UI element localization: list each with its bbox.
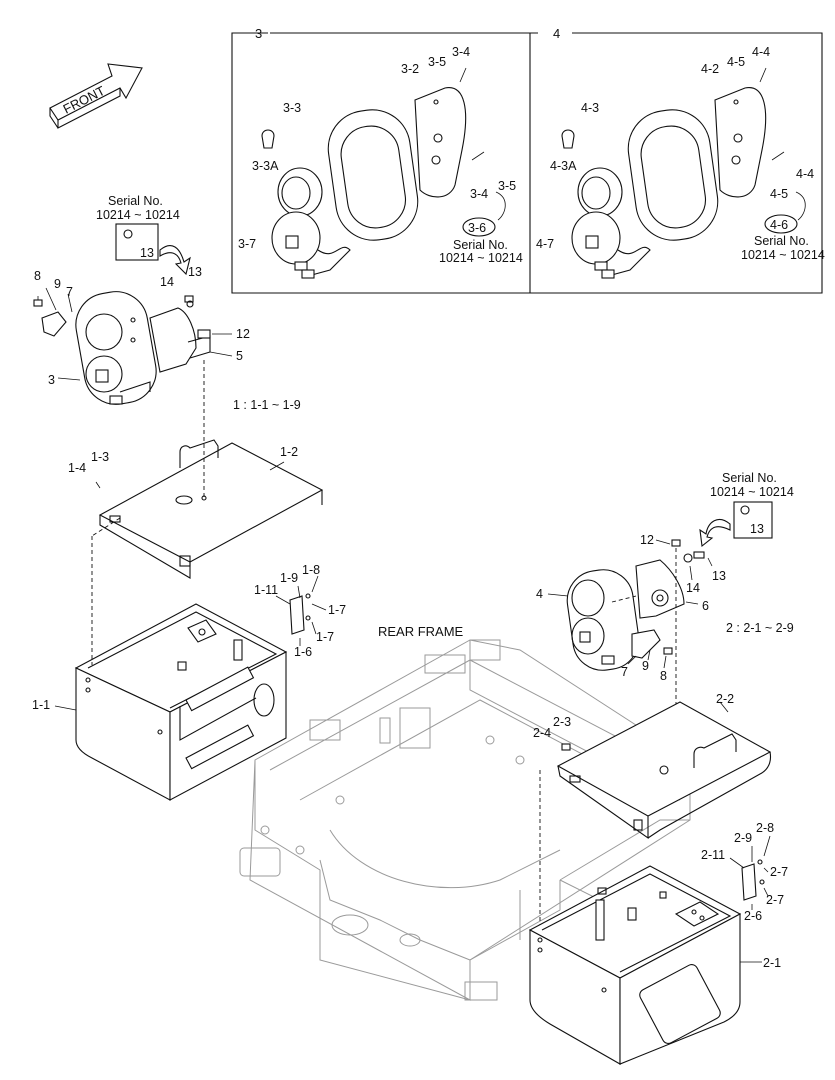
label-4-7: 4-7	[536, 237, 554, 251]
note-4-range: 10214 ~ 10214	[741, 248, 825, 262]
note-4-6: 4-6	[770, 218, 788, 232]
label-1-4: 1-4	[68, 461, 86, 475]
note-3-serial: Serial No.	[453, 238, 508, 252]
label-left-12: 12	[236, 327, 250, 341]
label-4-2: 4-2	[701, 62, 719, 76]
label-right-7: 7	[621, 665, 628, 679]
panel-4-id: 4	[553, 26, 560, 41]
label-2-8: 2-8	[756, 821, 774, 835]
right-lamp-unit	[547, 539, 713, 770]
right-range: 2 : 2-1 ~ 2-9	[726, 621, 794, 635]
serial-note-right-range: 10214 ~ 10214	[710, 485, 794, 499]
label-2-3: 2-3	[553, 715, 571, 729]
label-4-3: 4-3	[581, 101, 599, 115]
label-1-1: 1-1	[32, 698, 50, 712]
label-2-9: 2-9	[734, 831, 752, 845]
front-arrow-label: FRONT	[61, 83, 108, 117]
frame-label: REAR FRAME	[378, 624, 464, 639]
label-right-9: 9	[642, 659, 649, 673]
label-left-5: 5	[236, 349, 243, 363]
note-3-range: 10214 ~ 10214	[439, 251, 523, 265]
label-right-6: 6	[702, 599, 709, 613]
label-4-5a: 4-5	[727, 55, 745, 69]
label-right-4: 4	[536, 587, 543, 601]
label-2-2: 2-2	[716, 692, 734, 706]
label-3-3: 3-3	[283, 101, 301, 115]
label-1-7a: 1-7	[328, 603, 346, 617]
label-1-2: 1-2	[280, 445, 298, 459]
label-left-13: 13	[188, 265, 202, 279]
label-right-14: 14	[686, 581, 700, 595]
label-1-7b: 1-7	[316, 630, 334, 644]
label-2-7a: 2-7	[770, 865, 788, 879]
label-1-11: 1-11	[254, 583, 278, 597]
label-2-1: 2-1	[763, 956, 781, 970]
label-2-7b: 2-7	[766, 893, 784, 907]
label-3-2: 3-2	[401, 62, 419, 76]
note-3-6: 3-6	[468, 221, 486, 235]
label-2-11: 2-11	[701, 848, 725, 862]
label-right-13: 13	[712, 569, 726, 583]
detail-panels	[231, 32, 823, 294]
label-3-5b: 3-4	[470, 187, 488, 201]
label-4-5b: 4-5	[770, 187, 788, 201]
label-1-8: 1-8	[302, 563, 320, 577]
label-3-5a: 3-5	[428, 55, 446, 69]
label-4-3A: 4-3A	[550, 159, 577, 173]
label-3-4a: 3-4	[452, 45, 470, 59]
label-left-8: 8	[34, 269, 41, 283]
serial-note-left-part: 13	[140, 246, 154, 260]
lamp-detail-3	[261, 67, 506, 279]
label-4-4a: 4-4	[752, 45, 770, 59]
label-2-4: 2-4	[533, 726, 551, 740]
serial-note-right-part: 13	[750, 522, 764, 536]
label-left-9: 9	[54, 277, 61, 291]
label-right-12: 12	[640, 533, 654, 547]
left-cover	[95, 360, 324, 579]
left-range: 1 : 1-1 ~ 1-9	[233, 398, 301, 412]
label-4-4b: 4-4	[796, 167, 814, 181]
left-box	[54, 517, 327, 801]
front-arrow	[49, 63, 143, 129]
label-1-3: 1-3	[91, 450, 109, 464]
label-left-14: 14	[160, 275, 174, 289]
serial-note-left-title: Serial No.	[108, 194, 163, 208]
right-cover	[556, 701, 772, 840]
right-box	[528, 770, 771, 1065]
label-1-9: 1-9	[280, 571, 298, 585]
note-4-serial: Serial No.	[754, 234, 809, 248]
label-1-6: 1-6	[294, 645, 312, 659]
label-left-7: 7	[66, 285, 73, 299]
label-right-8: 8	[660, 669, 667, 683]
label-3-7: 3-7	[238, 237, 256, 251]
panel-3-id: 3	[255, 26, 262, 41]
label-left-3: 3	[48, 373, 55, 387]
serial-note-left-range: 10214 ~ 10214	[96, 208, 180, 222]
lamp-detail-4	[561, 67, 806, 279]
left-lamp-unit	[33, 287, 233, 405]
label-2-6: 2-6	[744, 909, 762, 923]
serial-note-right-title: Serial No.	[722, 471, 777, 485]
label-3-3A: 3-3A	[252, 159, 279, 173]
label-3-4b: 3-5	[498, 179, 516, 193]
